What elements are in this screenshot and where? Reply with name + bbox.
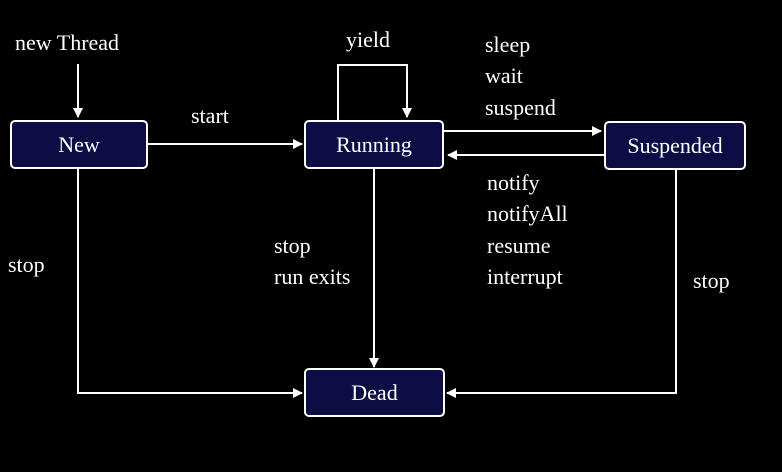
state-dead: Dead <box>304 368 445 417</box>
label-suspend: suspend <box>485 95 556 120</box>
arrow-suspended-to-dead <box>446 170 677 398</box>
label-run-exits: run exits <box>274 264 351 289</box>
state-suspended: Suspended <box>604 121 746 170</box>
label-start: start <box>191 103 229 128</box>
label-wait: wait <box>485 63 523 88</box>
arrow-new-to-dead <box>77 169 303 398</box>
label-resume: resume <box>487 233 551 258</box>
label-running-stop: stop <box>274 233 311 258</box>
label-new-thread: new Thread <box>15 30 120 55</box>
arrow-yield-loop <box>337 64 412 121</box>
label-notifyall: notifyAll <box>487 201 568 226</box>
label-sleep: sleep <box>485 32 531 57</box>
label-suspended-stop: stop <box>693 268 730 293</box>
label-notify: notify <box>487 170 540 195</box>
label-yield: yield <box>346 27 390 52</box>
state-running: Running <box>304 120 444 169</box>
label-interrupt: interrupt <box>487 264 563 289</box>
label-new-stop: stop <box>8 252 45 277</box>
state-new: New <box>10 120 148 169</box>
